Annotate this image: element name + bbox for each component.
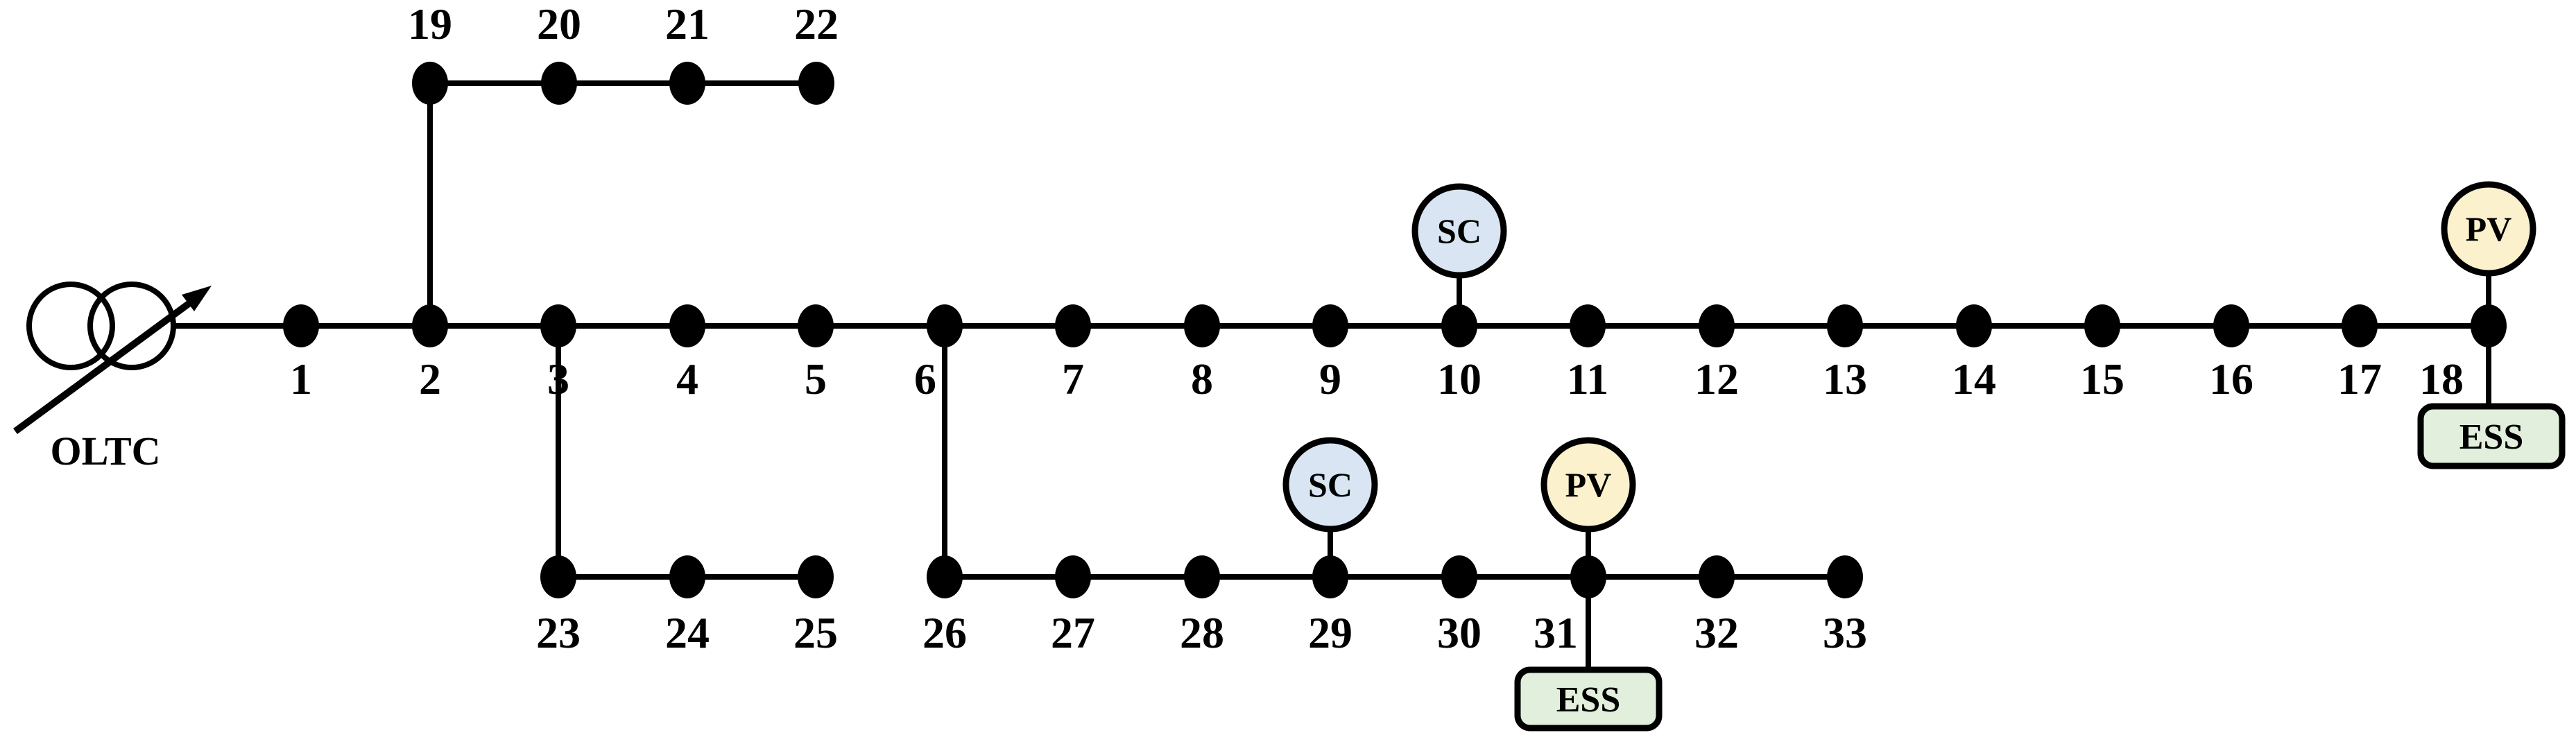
bus-label-5: 5	[805, 354, 827, 404]
pv-bus18-label: PV	[2466, 209, 2512, 248]
bus-dot-13	[1827, 304, 1863, 347]
bus-label-19: 19	[408, 0, 452, 49]
bus-label-4: 4	[676, 354, 698, 404]
sc-bus29-circle	[1282, 437, 1378, 533]
bus-dot-2	[412, 304, 448, 347]
bus-label-16: 16	[2209, 354, 2253, 404]
bus-label-1: 1	[290, 354, 312, 404]
ess-bus31-label: ESS	[1556, 680, 1621, 720]
oltc-tap-arrow-head-icon	[182, 286, 212, 311]
bus-dot-18	[2471, 304, 2507, 347]
bus-label-32: 32	[1694, 608, 1739, 657]
bus-label-20: 20	[537, 0, 581, 49]
oltc-primary-winding-circle	[26, 282, 115, 370]
bus-dot-10	[1441, 304, 1477, 347]
bus-label-10: 10	[1437, 354, 1482, 404]
bus-label-11: 11	[1567, 354, 1608, 404]
sc-device-bus29: SC	[1282, 437, 1378, 533]
bus-label-29: 29	[1308, 608, 1353, 657]
bus-label-24: 24	[665, 608, 710, 657]
bus-label-3: 3	[547, 354, 569, 404]
bus-label-18: 18	[2419, 354, 2464, 404]
bus-dot-4	[669, 304, 705, 347]
bus-label-31: 31	[1534, 608, 1578, 657]
bus-label-23: 23	[536, 608, 581, 657]
bus-dot-7	[1055, 304, 1091, 347]
bus-label-6: 6	[914, 354, 936, 404]
bus-dot-15	[2084, 304, 2120, 347]
pv-bus18-circle	[2441, 181, 2536, 277]
bus-label-27: 27	[1051, 608, 1095, 657]
bus-dot-30	[1441, 555, 1477, 598]
sc-bus10-label: SC	[1437, 211, 1482, 250]
bus-dot-11	[1570, 304, 1606, 347]
bus-label-15: 15	[2080, 354, 2124, 404]
bus-labels-branch-19-22: 19 20 21 22	[408, 0, 839, 49]
bus-dot-8	[1184, 304, 1220, 347]
bus-label-33: 33	[1823, 608, 1867, 657]
bus-label-12: 12	[1694, 354, 1739, 404]
bus-dot-32	[1699, 555, 1735, 598]
bus-dot-31	[1570, 555, 1606, 598]
bus-dot-19	[412, 62, 448, 105]
ess-bus18-box	[2417, 403, 2566, 469]
pv-device-bus18: PV	[2441, 181, 2536, 277]
bus-label-17: 17	[2337, 354, 2382, 404]
pv-bus31-label: PV	[1565, 465, 1612, 504]
bus-dot-12	[1699, 304, 1735, 347]
bus-label-22: 22	[794, 0, 839, 49]
bus-dots-branch-26-33	[927, 555, 1863, 598]
oltc-label: OLTC	[50, 429, 160, 474]
bus-label-9: 9	[1319, 354, 1341, 404]
bus-dot-25	[798, 555, 834, 598]
bus-dot-23	[540, 555, 576, 598]
oltc-secondary-winding-circle	[87, 282, 176, 370]
oltc-tap-arrow-shaft	[13, 295, 198, 435]
bus-dot-24	[669, 555, 705, 598]
bus-dots-main	[283, 304, 2507, 347]
bus-label-26: 26	[922, 608, 967, 657]
bus-dot-21	[669, 62, 705, 105]
bus-dot-22	[798, 62, 834, 105]
ess-device-bus31: ESS	[1514, 666, 1663, 732]
bus-dot-6	[927, 304, 963, 347]
sc-bus10-circle	[1411, 183, 1507, 279]
bus-dot-16	[2213, 304, 2249, 347]
ess-bus18-label: ESS	[2459, 417, 2524, 457]
bus-dot-27	[1055, 555, 1091, 598]
bus-label-8: 8	[1191, 354, 1213, 404]
pv-bus31-circle	[1540, 437, 1636, 533]
bus-label-14: 14	[1952, 354, 1996, 404]
bus-dot-29	[1312, 555, 1348, 598]
bus-dot-33	[1827, 555, 1863, 598]
bus-dots-branch-23-25	[540, 555, 834, 598]
ess-device-bus18: ESS	[2417, 403, 2566, 469]
bus-dot-3	[540, 304, 576, 347]
bus-dot-20	[541, 62, 577, 105]
bus-labels-bottom-branches: 23 24 25 26 27 28 29 30 31 32 33	[536, 608, 1867, 657]
bus-dot-26	[927, 555, 963, 598]
bus-dot-28	[1184, 555, 1220, 598]
bus-label-28: 28	[1180, 608, 1224, 657]
bus-label-2: 2	[419, 354, 441, 404]
oltc-symbol: OLTC	[13, 282, 212, 474]
ess-bus31-box	[1514, 666, 1663, 732]
sc-bus29-label: SC	[1308, 465, 1353, 504]
bus-label-13: 13	[1823, 354, 1867, 404]
bus-label-30: 30	[1437, 608, 1482, 657]
bus-label-7: 7	[1062, 354, 1084, 404]
pv-device-bus31: PV	[1540, 437, 1636, 533]
bus-dot-9	[1312, 304, 1348, 347]
bus-dot-5	[798, 304, 834, 347]
bus-dots-branch-19-22	[412, 62, 834, 105]
bus-label-21: 21	[665, 0, 710, 49]
bus-dot-1	[283, 304, 319, 347]
bus-labels-main: 1 2 3 4 5 6 7 8 9 10 11 12 13 14 15 16 1…	[290, 354, 2464, 404]
bus-label-25: 25	[793, 608, 838, 657]
bus-dot-17	[2342, 304, 2378, 347]
bus-dot-14	[1956, 304, 1992, 347]
sc-device-bus10: SC	[1411, 183, 1507, 279]
